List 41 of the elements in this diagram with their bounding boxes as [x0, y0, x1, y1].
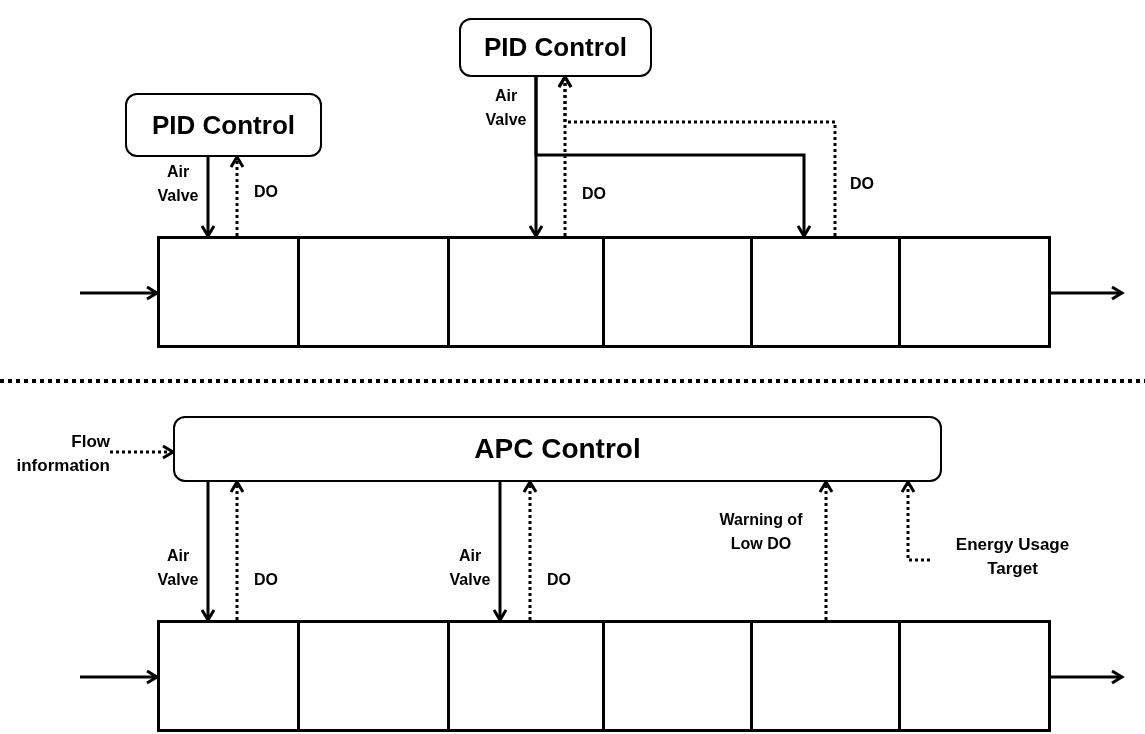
edge-label: Air Valve: [448, 546, 492, 590]
edge-label: Warning of Low DO: [718, 510, 804, 554]
arrow: [557, 75, 837, 236]
tank-cell: [898, 236, 1051, 348]
edge-label: DO: [546, 570, 572, 590]
arrow: [80, 285, 159, 301]
tank-cell: [297, 620, 450, 732]
arrow: [522, 480, 538, 620]
arrow: [200, 157, 216, 238]
arrow: [110, 444, 175, 460]
tank-cell: [297, 236, 450, 348]
edge-label: Air Valve: [156, 162, 200, 206]
tank-cell: [447, 620, 605, 732]
arrow: [492, 482, 508, 622]
edge-label: DO: [253, 570, 279, 590]
tank-cell: [750, 620, 901, 732]
edge-label: DO: [581, 184, 607, 204]
edge-label: Air Valve: [484, 86, 528, 130]
arrow: [229, 480, 245, 620]
controller-box: PID Control: [459, 18, 652, 77]
arrow: [1051, 669, 1124, 685]
arrow: [200, 482, 216, 622]
tank-cell: [898, 620, 1051, 732]
controller-box: APC Control: [173, 416, 942, 482]
tank-cell: [602, 620, 753, 732]
input-label: Flow information: [10, 428, 110, 480]
edge-label: Air Valve: [156, 546, 200, 590]
tank-cell: [750, 236, 901, 348]
tank-cell: [447, 236, 605, 348]
tank-cell: [157, 620, 300, 732]
controller-box: PID Control: [125, 93, 322, 157]
arrow: [1051, 285, 1124, 301]
edge-label: DO: [253, 182, 279, 202]
arrow: [80, 669, 159, 685]
arrow: [534, 77, 812, 238]
arrow: [900, 480, 930, 562]
arrow: [229, 155, 245, 236]
edge-label: DO: [849, 174, 875, 194]
arrow: [818, 480, 834, 620]
tank-cell: [157, 236, 300, 348]
tank-cell: [602, 236, 753, 348]
